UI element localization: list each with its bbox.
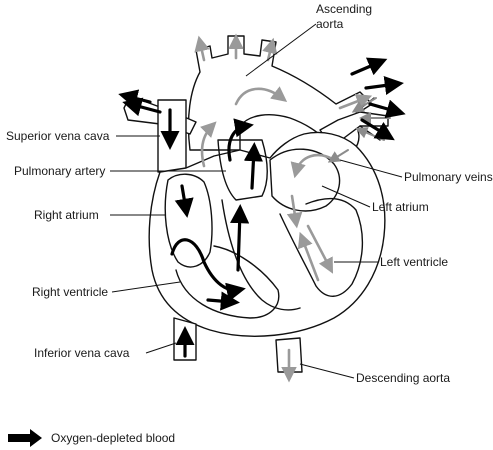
superior-vena-cava: [157, 99, 187, 173]
flow-arrow-branch-r3: [368, 99, 406, 119]
flow-arrow-aortic-arch: [234, 86, 288, 106]
label-pulmonary-artery: Pulmonary artery: [14, 164, 105, 178]
flow-arrow-rv-up: [230, 204, 250, 272]
flow-arrow-aorta-top-1: [194, 35, 210, 62]
flow-arrow-la-down: [286, 194, 303, 229]
flow-arrow-ra-to-rv: [206, 291, 240, 311]
flow-arrow-branch-r4: [360, 118, 395, 141]
label-descending-aorta: Descending aorta: [356, 371, 450, 385]
flow-arrow-pa-curve: [227, 118, 254, 162]
flow-arrow-pa-up: [243, 142, 263, 190]
flow-arrow-asc-aorta-up: [200, 121, 217, 168]
flow-arrow-ra-down: [174, 184, 194, 218]
label-left-atrium: Left atrium: [372, 200, 429, 214]
label-left-ventricle: Left ventricle: [380, 255, 448, 269]
flow-arrow-lv-up: [297, 231, 320, 282]
legend-text: Oxygen-depleted blood: [51, 431, 175, 445]
label-ascending-aorta-1: Ascending: [316, 2, 372, 16]
label-superior-vena-cava: Superior vena cava: [6, 129, 110, 143]
leader-ascending-aorta: [245, 23, 317, 77]
left-ventricle-chamber: [279, 197, 364, 297]
label-inferior-vena-cava: Inferior vena cava: [34, 346, 130, 360]
label-pulmonary-veins: Pulmonary veins: [404, 170, 493, 184]
label-ascending-aorta-2: aorta: [316, 17, 344, 31]
label-right-atrium: Right atrium: [34, 208, 99, 222]
label-right-ventricle: Right ventricle: [32, 285, 108, 299]
right-ventricle-chamber: [175, 245, 280, 319]
pulmonary-trunk: [217, 139, 268, 201]
heart-body: [148, 131, 386, 337]
left-atrium-chamber: [269, 148, 341, 212]
leader-descending-aorta: [299, 363, 355, 379]
flow-arrow-aorta-top-3: [262, 37, 278, 62]
flow-arrow-pv-4: [327, 149, 349, 163]
legend: Oxygen-depleted blood: [8, 429, 175, 447]
septum: [221, 199, 301, 311]
flow-arrow-branch-l1: [118, 89, 152, 109]
flow-arrow-branch-r2: [364, 75, 404, 95]
legend-black-arrow-icon: [8, 429, 42, 447]
leader-left-atrium: [321, 185, 371, 208]
heart-illustration: [118, 33, 406, 383]
flow-arrow-rv-loop: [170, 238, 246, 302]
flow-arrow-branch-r1: [350, 57, 388, 76]
right-atrium-chamber: [164, 173, 213, 268]
leader-right-ventricle: [111, 281, 181, 293]
labels: Ascending aorta Superior vena cava Pulmo…: [6, 2, 493, 385]
flow-arrow-pv-2: [351, 97, 377, 113]
leader-inferior-vena-cava: [145, 342, 177, 354]
leader-pulmonary-veins: [339, 159, 403, 178]
